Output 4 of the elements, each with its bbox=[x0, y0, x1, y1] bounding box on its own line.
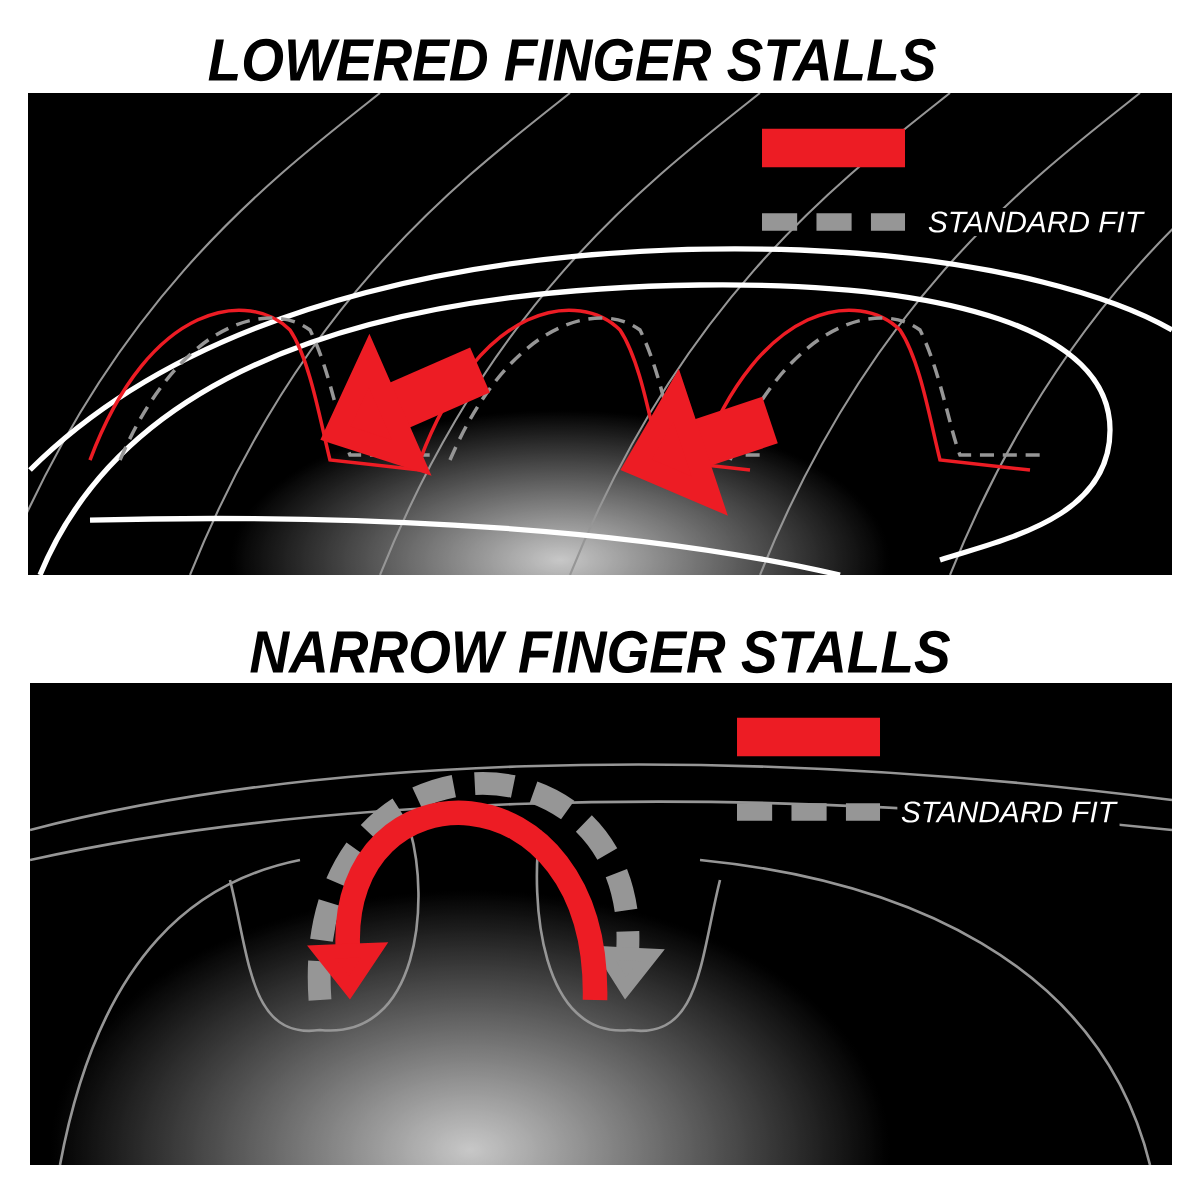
panel-title: LOWERED FINGER STALLS bbox=[208, 38, 936, 82]
panel-title: NARROW FINGER STALLS bbox=[250, 630, 951, 674]
legend-label: STANDARD FIT bbox=[897, 797, 1120, 827]
legend-label: STANDARD FIT bbox=[924, 207, 1147, 237]
